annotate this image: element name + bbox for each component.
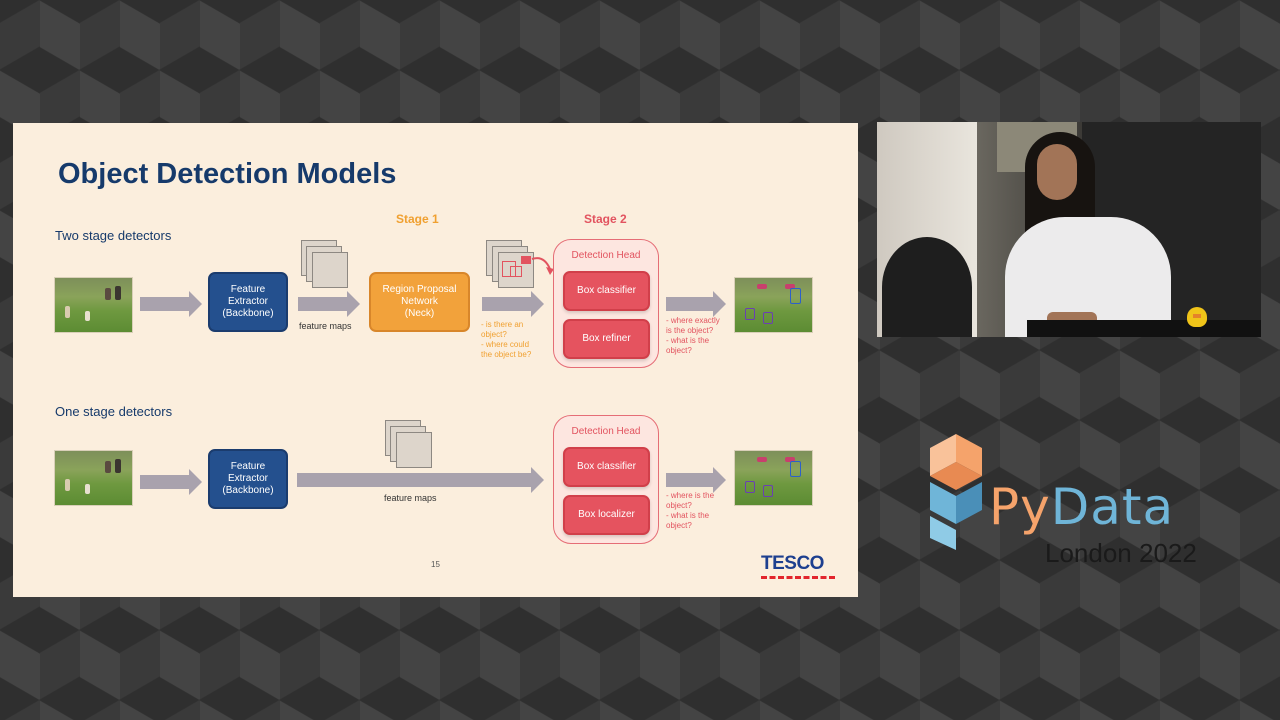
detection-head-label: Detection Head: [571, 426, 641, 437]
stage2-label: Stage 2: [584, 212, 627, 226]
input-image: [54, 450, 133, 506]
pydata-wordmark: PyData: [989, 478, 1174, 536]
box-classifier: Box classifier: [563, 447, 650, 487]
speaker-video: [877, 122, 1261, 337]
event-name: London 2022: [1045, 538, 1197, 568]
detection-head-label: Detection Head: [571, 250, 641, 261]
two-stage-heading: Two stage detectors: [55, 228, 172, 243]
arrow: [482, 291, 544, 317]
arrow: [297, 467, 544, 493]
pydata-wordmark-data: Data: [1050, 478, 1175, 536]
arrow: [666, 291, 726, 317]
stage1-label: Stage 1: [396, 212, 439, 226]
pydata-wordmark-py: Py: [989, 478, 1051, 536]
feature-maps-label: feature maps: [384, 493, 437, 503]
slide-number: 15: [431, 560, 440, 569]
detection-head-group: Detection Head Box classifier Box locali…: [553, 415, 659, 544]
slide-title: Object Detection Models: [58, 158, 397, 190]
feature-map-icon: [312, 252, 348, 288]
tesco-logo: TESCO: [761, 553, 824, 574]
arrow: [298, 291, 360, 317]
one-stage-heading: One stage detectors: [55, 404, 173, 419]
presentation-slide: Object Detection Models Stage 1 Stage 2 …: [13, 123, 858, 597]
output-image: [734, 277, 813, 333]
pydata-logo-icon: [930, 434, 982, 550]
input-image: [54, 277, 133, 333]
arrow: [140, 469, 202, 495]
feature-maps-label: feature maps: [299, 321, 352, 331]
detection-head-group: Detection Head Box classifier Box refine…: [553, 239, 659, 368]
curved-arrow-icon: [531, 257, 554, 275]
output-image: [734, 450, 813, 506]
arrow: [140, 291, 202, 317]
proposal-map-icon: [498, 252, 534, 288]
arrow: [666, 467, 726, 493]
tesco-logo-underline: [761, 576, 835, 579]
box-classifier: Box classifier: [563, 271, 650, 311]
box-localizer: Box localizer: [563, 495, 650, 535]
box-refiner: Box refiner: [563, 319, 650, 359]
feature-map-icon: [396, 432, 432, 468]
